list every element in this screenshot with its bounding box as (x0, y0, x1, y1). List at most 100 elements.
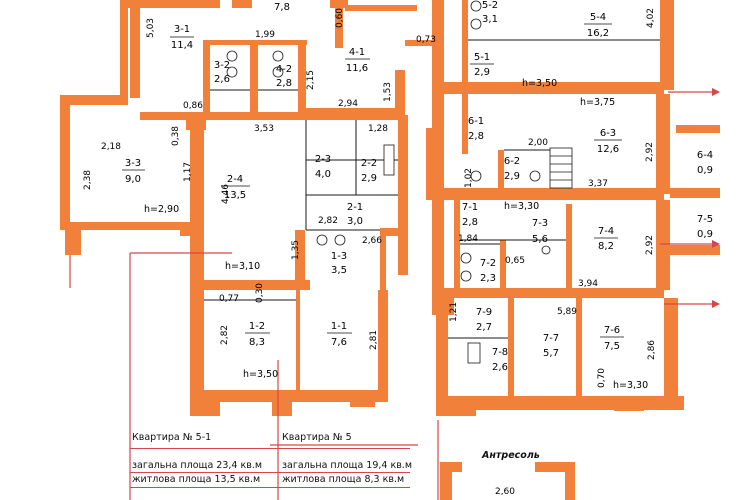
room-5-2-number: 5-2 (482, 0, 498, 11)
room-1-3-number: 1-3 (331, 251, 347, 262)
dim-1-84: 1,84 (458, 234, 478, 244)
dim-3-37: 3,37 (588, 179, 608, 189)
room-1-1-number: 1-1 (331, 321, 347, 332)
room-7-9-area: 2,7 (476, 322, 492, 333)
dim-1-53: 1,53 (383, 82, 393, 102)
room-3-1-number: 3-1 (174, 24, 190, 35)
walls (60, 0, 720, 500)
room-7-5-area: 0,9 (697, 229, 713, 240)
room-2-4-area: 13,5 (224, 190, 246, 201)
dim-3-53: 3,53 (254, 124, 274, 134)
room-5-1-number: 5-1 (474, 52, 490, 63)
room-6-1-area: 2,8 (468, 131, 484, 142)
dim-2-86: 2,86 (647, 340, 657, 360)
apt-5-living-area: житлова площа 8,3 кв.м (282, 474, 405, 485)
dim-2-66: 2,66 (362, 236, 382, 246)
room-3-1-area: 11,4 (171, 40, 193, 51)
height-3-50-top: h=3,50 (522, 78, 557, 89)
dim-0-30: 0,30 (255, 283, 265, 303)
room-7-5-number: 7-5 (697, 214, 713, 225)
room-2-3-number: 2-3 (315, 154, 331, 165)
room-5-1-area: 2,9 (474, 67, 490, 78)
dim-2-82-a: 2,82 (318, 216, 338, 226)
room-3-3-area: 9,0 (125, 174, 141, 185)
dim-0-38: 0,38 (171, 126, 181, 146)
mezzanine-label: Антресоль (482, 450, 540, 461)
room-6-4-area: 0,9 (697, 165, 713, 176)
dim-0-86: 0,86 (183, 101, 203, 111)
room-6-4-number: 6-4 (697, 150, 713, 161)
dim-2-38: 2,38 (83, 170, 93, 190)
room-1-3-area: 3,5 (331, 265, 347, 276)
dim-2-15: 2,15 (306, 70, 316, 90)
dim-0-60: 0,60 (335, 8, 345, 28)
interior-lines (204, 39, 660, 339)
room-5-4-number: 5-4 (590, 12, 606, 23)
dim-0-77: 0,77 (219, 294, 239, 304)
height-3-75: h=3,75 (580, 97, 615, 108)
room-6-3-number: 6-3 (600, 128, 616, 139)
room-7-4-number: 7-4 (598, 226, 614, 237)
room-2-4-number: 2-4 (227, 174, 243, 185)
dim-0-65: 0,65 (505, 256, 525, 266)
dim-3-94: 3,94 (578, 279, 598, 289)
dim-1-02: 1,02 (464, 168, 474, 188)
room-6-2-area: 2,9 (504, 171, 520, 182)
dim-1-17: 1,17 (183, 162, 193, 182)
dim-5-89: 5,89 (557, 307, 577, 317)
room-3-3-number: 3-3 (125, 158, 141, 169)
room-6-2-number: 6-2 (504, 156, 520, 167)
room-7-1-area: 2,8 (462, 217, 478, 228)
room-7-7-number: 7-7 (543, 333, 559, 344)
dim-1-35: 1,35 (291, 240, 301, 260)
room-2-2-area: 2,9 (361, 173, 377, 184)
room-1-2-number: 1-2 (249, 321, 265, 332)
dim-2-82-b: 2,82 (220, 325, 230, 345)
legend-divider-mid (130, 472, 410, 473)
room-7-8-number: 7-8 (492, 347, 508, 358)
height-3-30-bottom: h=3,30 (613, 380, 648, 391)
room-2-1-area: 3,0 (347, 216, 363, 227)
dim-1-21: 1,21 (449, 302, 459, 322)
dim-0-73: 0,73 (416, 35, 436, 45)
red-arrowheads (712, 88, 720, 308)
dim-2-18: 2,18 (101, 142, 121, 152)
dim-0-70: 0,70 (597, 368, 607, 388)
dim-1-28: 1,28 (368, 124, 388, 134)
room-2-1-number: 2-1 (347, 202, 363, 213)
room-5-4-area: 16,2 (587, 28, 609, 39)
room-7-6-number: 7-6 (604, 325, 620, 336)
room-7-9-number: 7-9 (476, 307, 492, 318)
room-4-1-area: 11,6 (346, 63, 368, 74)
dim-4-02: 4,02 (646, 8, 656, 28)
height-3-50-bottom: h=3,50 (243, 369, 278, 380)
room-6-3-area: 12,6 (597, 144, 619, 155)
room-5-2-area: 3,1 (482, 14, 498, 25)
dimension-labels: 5,03 1,99 0,60 0,73 0,86 0,38 2,18 1,17 … (83, 8, 657, 497)
room-7-2-number: 7-2 (480, 258, 496, 269)
room-7-7-area: 5,7 (543, 348, 559, 359)
room-2-3-area: 4,0 (315, 169, 331, 180)
red-markers (69, 91, 712, 500)
sanitary-fixtures (226, 0, 551, 364)
apt-5-title: Квартира № 5 (282, 432, 352, 443)
height-3-10: h=3,10 (225, 261, 260, 272)
height-3-30-mid: h=3,30 (504, 201, 539, 212)
room-7-6-area: 7,5 (604, 341, 620, 352)
legend-divider-top (130, 448, 410, 449)
room-4-1-number: 4-1 (349, 47, 365, 58)
dim-2-00: 2,00 (528, 138, 548, 148)
room-1-2-area: 8,3 (249, 337, 265, 348)
room-7-3-number: 7-3 (532, 218, 548, 229)
dim-2-92-b: 2,92 (645, 235, 655, 255)
dim-1-99: 1,99 (255, 30, 275, 40)
room-2-2-number: 2-2 (361, 158, 377, 169)
room-7-4-area: 8,2 (598, 241, 614, 252)
room-6-1-number: 6-1 (468, 116, 484, 127)
room-3-2-area: 2,6 (214, 74, 230, 85)
legend-divider-bottom (130, 487, 410, 488)
partial-area-top: 7,8 (274, 2, 290, 13)
dim-2-60: 2,60 (495, 487, 515, 497)
